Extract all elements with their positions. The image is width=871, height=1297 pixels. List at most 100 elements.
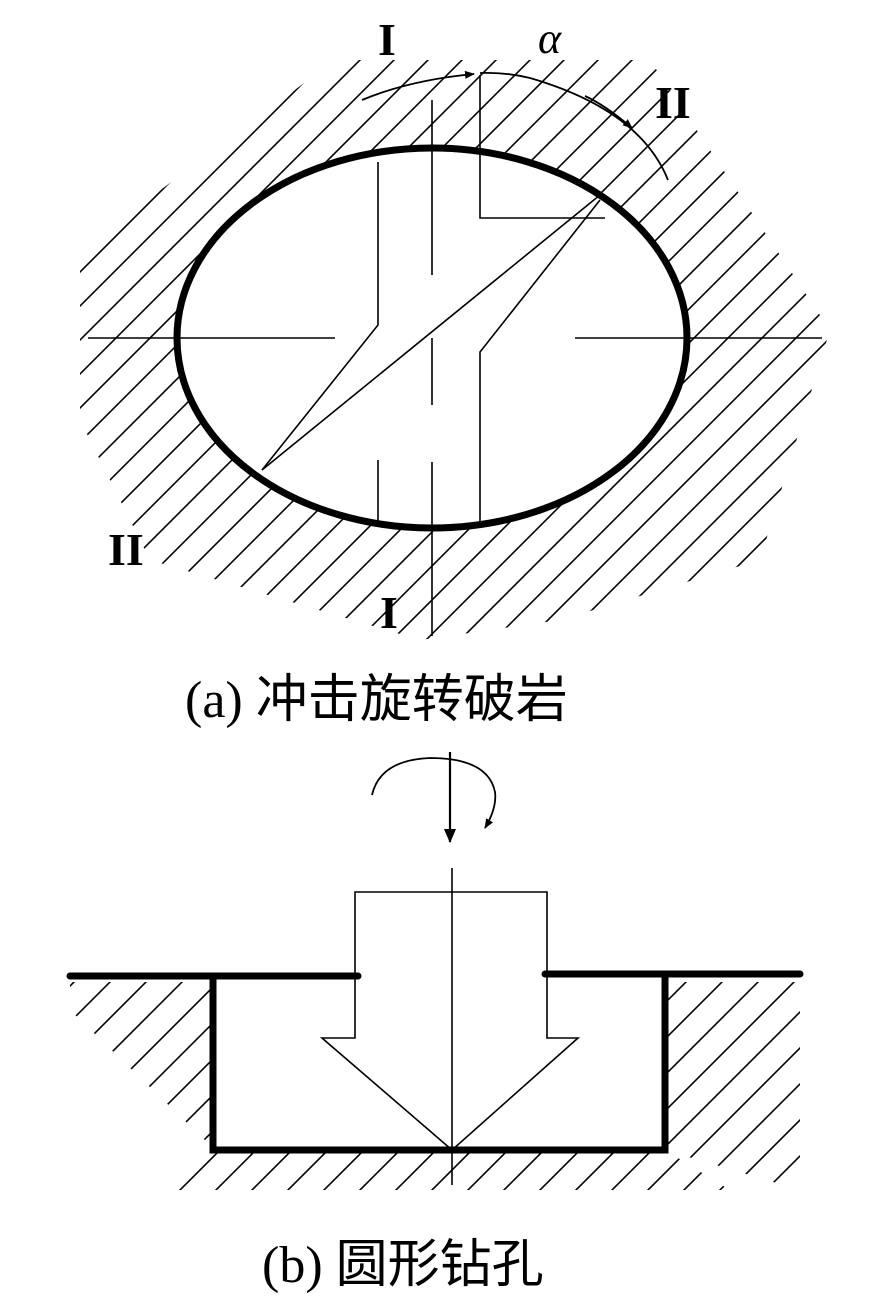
rotation-arrow: [371, 757, 497, 829]
hatch-line: [385, 1150, 437, 1190]
hatch-line: [216, 980, 436, 1200]
panel-b-circular-drilling: (b) 圆形钻孔: [0, 752, 871, 1294]
hatch-line: [337, 60, 830, 640]
hatch-line: [565, 1150, 617, 1190]
hatch-line: [80, 60, 687, 640]
hatch-line: [277, 1150, 329, 1190]
hatch-line: [80, 60, 313, 640]
hatch-line: [349, 1150, 401, 1190]
hatch-line: [324, 980, 544, 1200]
hatch-line: [493, 1150, 545, 1190]
hatch-line: [665, 982, 725, 1190]
hatch-line: [80, 60, 517, 640]
blade-profile-left: [261, 162, 379, 471]
hatch-line: [711, 60, 830, 640]
caption-b: (b) 圆形钻孔: [262, 1237, 544, 1294]
hatch-line: [665, 982, 797, 1190]
rock-hatching-b: [0, 980, 871, 1200]
hatch-line: [36, 980, 256, 1200]
caption-a: (a) 冲击旋转破岩: [185, 672, 568, 729]
hatch-line: [782, 1150, 832, 1200]
borehole-outline: [209, 974, 669, 1154]
hatch-line: [80, 60, 483, 640]
drill-shank: [354, 891, 548, 976]
label-I-bottom: I: [380, 587, 398, 638]
hatch-line: [252, 980, 472, 1200]
hatch-line: [529, 1150, 581, 1190]
hatch-line: [665, 982, 800, 1190]
hatch-line: [665, 982, 689, 1190]
hatch-line: [755, 982, 800, 1190]
hatch-line: [269, 60, 830, 640]
hatch-line: [80, 60, 415, 640]
hatch-line: [396, 980, 616, 1200]
hatch-line: [98, 1150, 148, 1200]
hatch-line: [828, 980, 871, 1200]
hatch-line: [457, 1150, 509, 1190]
hatch-line: [70, 982, 210, 1145]
hatch-line: [828, 980, 871, 1200]
blade-edge: [261, 194, 601, 471]
hatch-line: [216, 980, 436, 1200]
hatch-line: [80, 60, 585, 640]
hatch-line: [288, 980, 508, 1200]
hatch-line: [439, 60, 830, 640]
hatch-line: [0, 980, 148, 1200]
hatch-line: [405, 60, 830, 640]
rotation-arc-right-head: [584, 95, 633, 129]
label-II-right: II: [655, 77, 691, 128]
hatch-line: [745, 60, 830, 640]
hatch-line: [432, 980, 652, 1200]
hatch-line: [80, 60, 177, 640]
hatch-line: [507, 60, 830, 640]
label-II-left: II: [108, 524, 144, 575]
hatch-line: [665, 982, 761, 1190]
hatch-line: [791, 982, 800, 1190]
hatch-line: [144, 980, 364, 1200]
hatch-line: [677, 60, 830, 640]
hatch-line: [396, 980, 616, 1200]
drill-head: [319, 976, 581, 1152]
hatch-line: [468, 980, 688, 1200]
panel-a-impact-rotary-rock-breaking: I α II II I (a) 冲击旋转破岩: [0, 14, 830, 729]
hatch-line: [643, 60, 830, 640]
hatch-line: [80, 60, 449, 640]
hatch-line: [864, 980, 871, 1200]
hatch-line: [683, 982, 800, 1190]
label-I-top: I: [378, 14, 396, 65]
hatch-line: [62, 1150, 112, 1200]
hatch-line: [201, 60, 823, 640]
hatch-line: [108, 980, 328, 1200]
blade-profile-right-low: [479, 199, 601, 522]
hatch-line: [80, 60, 347, 640]
hatch-line: [720, 980, 871, 1200]
hatch-line: [288, 980, 508, 1200]
hatch-line: [756, 980, 871, 1200]
hatch-line: [864, 980, 871, 1200]
hatch-line: [813, 60, 830, 640]
hatch-line: [541, 60, 830, 640]
rotation-arc-top: [361, 70, 475, 101]
hatch-line: [169, 1150, 221, 1190]
hatch-line: [324, 980, 544, 1200]
hatch-line: [70, 982, 77, 1145]
hatch-line: [0, 40, 40, 660]
hatch-line: [205, 1150, 257, 1190]
hatch-line: [167, 60, 789, 640]
hatch-line: [609, 60, 830, 640]
hatch-line: [313, 1150, 365, 1190]
hatch-line: [107, 982, 210, 1145]
hatch-line: [792, 980, 871, 1200]
hatch-line: [70, 982, 149, 1145]
rotation-arc-right: [479, 71, 669, 181]
hatch-line: [709, 1150, 730, 1190]
hatch-line: [70, 982, 185, 1145]
hatch-line: [575, 60, 830, 640]
hatch-line: [80, 60, 619, 640]
angle-alpha-label: α: [538, 14, 562, 63]
hatch-line: [746, 1150, 796, 1200]
hatch-line: [80, 60, 381, 640]
hatch-line: [854, 1150, 871, 1200]
hatch-line: [26, 1150, 76, 1200]
